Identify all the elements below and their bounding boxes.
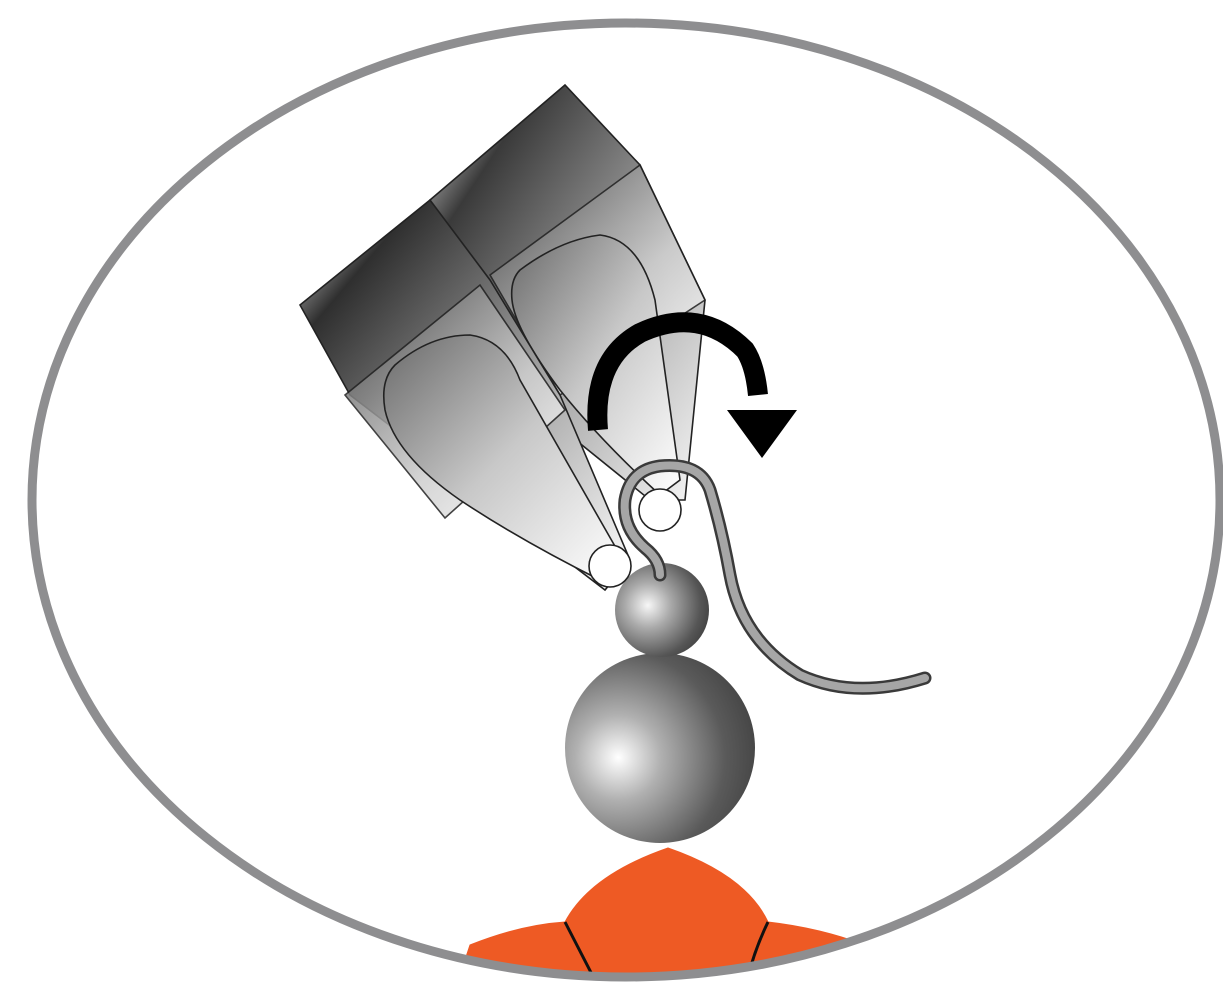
bent-wire xyxy=(618,459,932,695)
clockwise-arrow-icon xyxy=(587,312,797,458)
small-metal-bead xyxy=(615,563,709,657)
plier-jaw-back xyxy=(429,83,707,532)
large-metal-bead xyxy=(565,653,755,843)
plier-jaw-front xyxy=(298,198,632,592)
oval-frame xyxy=(27,18,1223,982)
orange-bead-cap xyxy=(454,847,881,977)
